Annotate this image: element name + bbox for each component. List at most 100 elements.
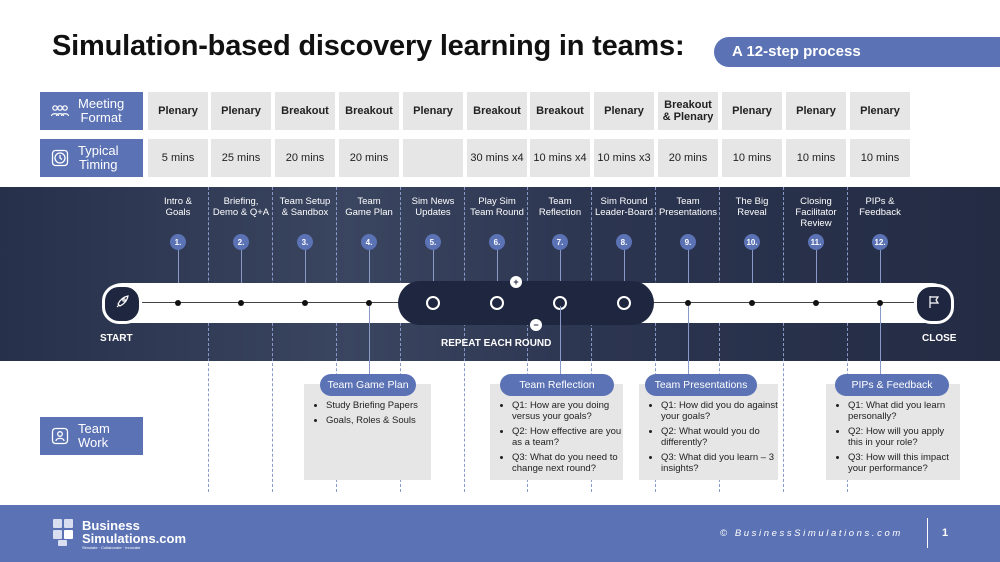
meeting-format-cell: Breakout xyxy=(275,92,335,130)
team-work-box: Q1: How did you do against your goals?Q2… xyxy=(639,384,778,480)
team-work-item: Q3: How will this impact your performanc… xyxy=(848,452,960,474)
team-work-box-title: Team Game Plan xyxy=(320,374,416,396)
column-separator xyxy=(464,187,465,492)
timing-cell: 10 mins xyxy=(850,139,910,177)
subtitle-pill: A 12-step process xyxy=(714,37,1000,67)
step-connector xyxy=(752,250,753,302)
timeline-node xyxy=(685,300,691,306)
column-separator xyxy=(783,187,784,492)
step-number-badge: 4. xyxy=(361,234,377,250)
team-work-item: Q1: How did you do against your goals? xyxy=(661,400,778,422)
timeline-node xyxy=(238,300,244,306)
team-work-item: Q3: What did you learn – 3 insights? xyxy=(661,452,778,474)
team-work-box: Study Briefing PapersGoals, Roles & Soul… xyxy=(304,384,431,480)
step-connector xyxy=(624,250,625,302)
timing-cell: 10 mins xyxy=(722,139,782,177)
typical-timing-text: Typical Timing xyxy=(78,143,119,172)
repeat-loop xyxy=(398,281,654,325)
step-label: Intro & Goals xyxy=(164,196,192,218)
timeline-node xyxy=(749,300,755,306)
puzzle-logo-icon xyxy=(52,517,76,552)
meeting-format-cell: Breakout xyxy=(467,92,527,130)
typical-timing-label: Typical Timing xyxy=(40,139,143,177)
team-work-item: Q1: What did you learn personally? xyxy=(848,400,960,422)
footer-divider xyxy=(927,518,928,548)
step-number-badge: 6. xyxy=(489,234,505,250)
timing-cell: 5 mins xyxy=(148,139,208,177)
close-label: CLOSE xyxy=(922,333,957,344)
column-separator xyxy=(655,187,656,492)
meeting-format-text: Meeting Format xyxy=(78,96,125,125)
step-label: Briefing, Demo & Q+A xyxy=(212,196,270,218)
step-number-badge: 11. xyxy=(808,234,824,250)
meeting-format-cell: Plenary xyxy=(148,92,208,130)
team-work-item: Goals, Roles & Souls xyxy=(326,415,431,426)
timeline-node xyxy=(175,300,181,306)
team-work-box: Q1: How are you doing versus your goals?… xyxy=(490,384,623,480)
meeting-format-cell: Plenary xyxy=(403,92,463,130)
step-connector xyxy=(816,250,817,302)
team-work-box-title: PIPs & Feedback xyxy=(835,374,949,396)
step-label: Play Sim Team Round xyxy=(470,196,524,218)
step-label: The Big Reveal xyxy=(735,196,769,218)
meeting-format-cell: Plenary xyxy=(850,92,910,130)
timing-cell xyxy=(403,139,463,177)
step-label: Team Reflection xyxy=(538,196,582,218)
step-label: Sim Round Leader-Board xyxy=(594,196,654,218)
timeline-ring-node xyxy=(426,296,440,310)
timeline-ring-node xyxy=(617,296,631,310)
meeting-format-cell: Plenary xyxy=(786,92,846,130)
timing-cell: 20 mins xyxy=(275,139,335,177)
process-band xyxy=(0,187,1000,361)
step-label: Team Presentations xyxy=(658,196,718,218)
timeline-ring-node xyxy=(490,296,504,310)
step-connector xyxy=(433,250,434,302)
close-circle xyxy=(914,284,954,324)
column-separator xyxy=(719,187,720,492)
timing-cell: 10 mins x4 xyxy=(530,139,590,177)
column-separator xyxy=(272,187,273,492)
meeting-format-cell: Breakout xyxy=(530,92,590,130)
step-connector xyxy=(688,250,689,302)
team-work-box-title: Team Presentations xyxy=(645,374,757,396)
copyright: © BusinessSimulations.com xyxy=(720,528,903,539)
people-icon xyxy=(50,101,70,121)
start-circle xyxy=(102,284,142,324)
team-work-item: Q1: How are you doing versus your goals? xyxy=(512,400,623,422)
column-separator xyxy=(591,187,592,492)
team-icon xyxy=(50,426,70,446)
team-work-box: Q1: What did you learn personally?Q2: Ho… xyxy=(826,384,960,480)
step-number-badge: 9. xyxy=(680,234,696,250)
column-separator xyxy=(847,187,848,492)
step-number-badge: 10. xyxy=(744,234,760,250)
timing-cell: 30 mins x4 xyxy=(467,139,527,177)
step-connector xyxy=(497,250,498,302)
column-separator xyxy=(208,187,209,492)
step-number-badge: 12. xyxy=(872,234,888,250)
team-work-item: Q3: What do you need to change next roun… xyxy=(512,452,623,474)
timing-cell: 10 mins xyxy=(786,139,846,177)
box-connector xyxy=(560,306,561,375)
logo-tagline: Simulate · Collaborate · Innovate xyxy=(82,544,141,550)
step-connector xyxy=(178,250,179,302)
meeting-format-cell: Breakout & Plenary xyxy=(658,92,718,130)
step-number-badge: 2. xyxy=(233,234,249,250)
step-connector xyxy=(241,250,242,302)
timeline-node xyxy=(813,300,819,306)
start-label: START xyxy=(100,333,133,344)
step-label: PIPs & Feedback xyxy=(859,196,901,218)
page-number: 1 xyxy=(942,527,949,539)
timeline-node xyxy=(302,300,308,306)
timing-cell: 20 mins xyxy=(658,139,718,177)
step-number-badge: 7. xyxy=(552,234,568,250)
team-work-item: Q2: How effective are you as a team? xyxy=(512,426,623,448)
meeting-format-cell: Breakout xyxy=(339,92,399,130)
loop-forward-icon: + xyxy=(510,276,522,288)
team-work-text: Team Work xyxy=(78,421,110,450)
timing-cell: 20 mins xyxy=(339,139,399,177)
meeting-format-cell: Plenary xyxy=(722,92,782,130)
step-connector xyxy=(560,250,561,302)
step-connector xyxy=(369,250,370,302)
loop-back-icon: − xyxy=(530,319,542,331)
step-number-badge: 8. xyxy=(616,234,632,250)
